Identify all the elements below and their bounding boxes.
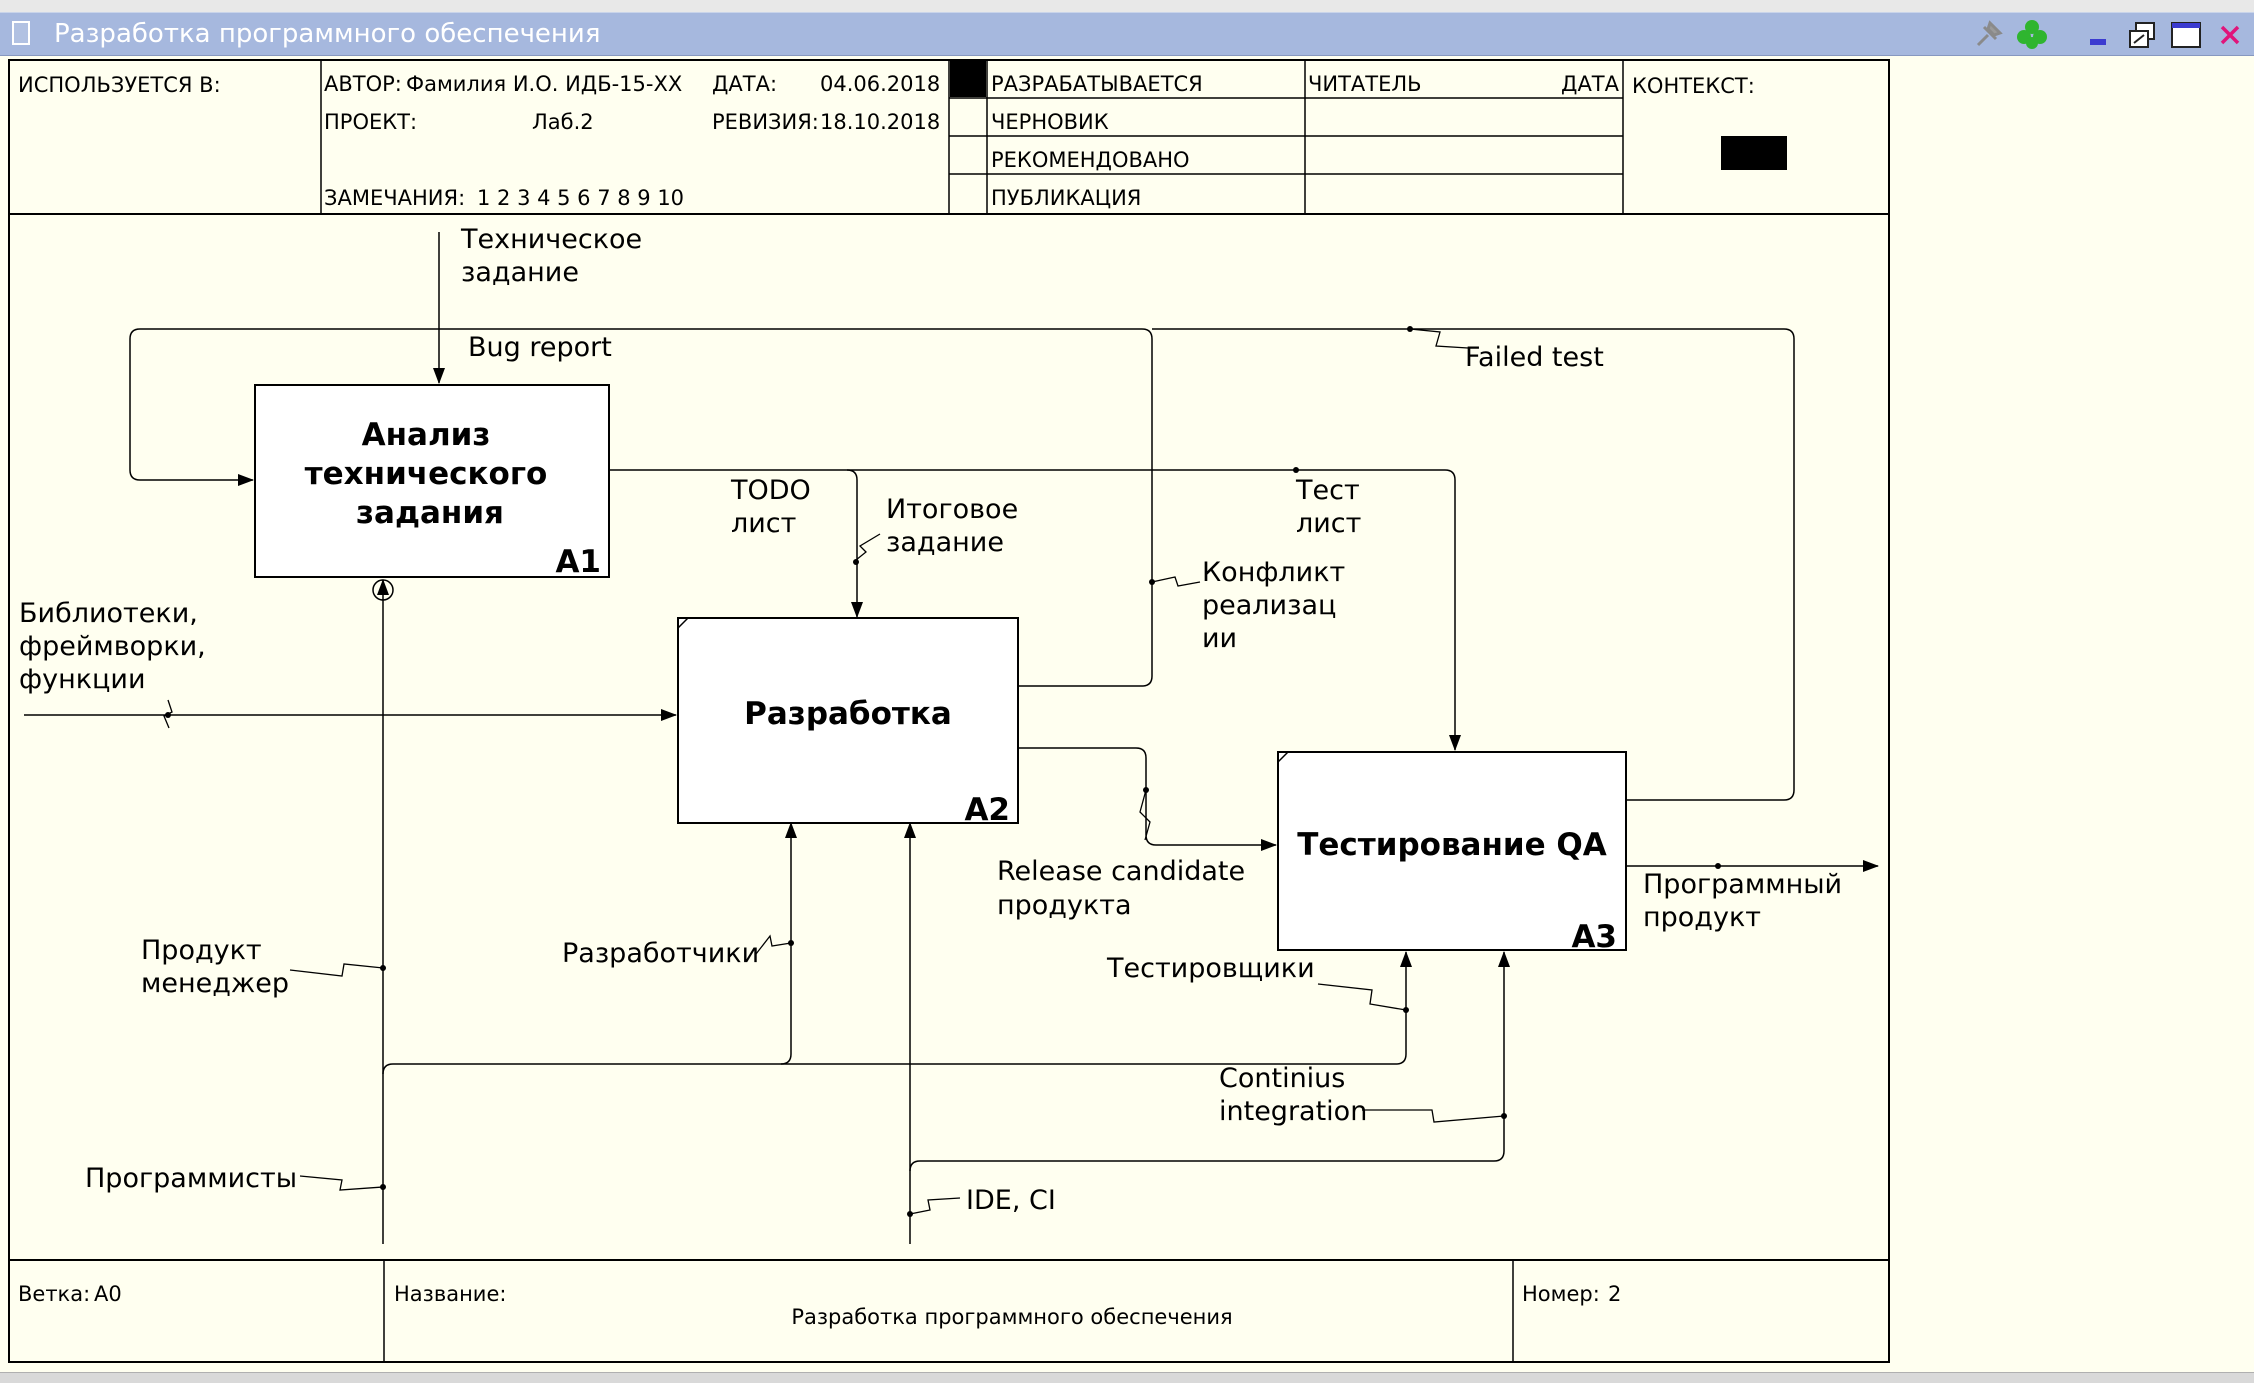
revision-value[interactable]: 18.10.2018 — [820, 110, 940, 134]
pin-icon[interactable] — [1970, 17, 2006, 53]
box-a3-number: A3 — [1571, 919, 1617, 955]
box-a2-number: A2 — [964, 792, 1010, 828]
label-test-list-2[interactable]: лист — [1296, 508, 1361, 539]
label-todo-2[interactable]: лист — [731, 508, 796, 539]
branch-label: Ветка: — [18, 1282, 90, 1306]
arrow-bug-report — [129, 328, 1153, 687]
minimize-icon[interactable] — [2080, 17, 2116, 53]
status-developing[interactable]: РАЗРАБАТЫВАЕТСЯ — [991, 72, 1203, 96]
label-conflict-3[interactable]: ии — [1202, 623, 1237, 654]
box-a3-title: Тестирование QA — [1297, 827, 1607, 863]
status-draft[interactable]: ЧЕРНОВИК — [991, 110, 1109, 134]
arrow-release — [1018, 747, 1277, 851]
window-title-bar: Разработка программного обеспечения — [0, 12, 2254, 56]
label-libs-2[interactable]: фреймворки, — [19, 631, 206, 662]
label-libs-1[interactable]: Библиотеки, — [19, 598, 198, 629]
branch-value: A0 — [94, 1282, 122, 1306]
window-title: Разработка программного обеспечения — [54, 19, 601, 49]
function-box-a2[interactable]: Разработка A2 — [677, 617, 1019, 828]
label-bug-report[interactable]: Bug report — [468, 332, 612, 363]
author-value[interactable]: Фамилия И.О. ИДБ-15-XX — [406, 72, 682, 96]
label-failed-test[interactable]: Failed test — [1465, 342, 1604, 373]
date-label: ДАТА: — [712, 72, 777, 96]
label-testers[interactable]: Тестировщики — [1106, 953, 1315, 984]
box-a1-number: A1 — [555, 544, 601, 580]
reader-label: ЧИТАТЕЛЬ — [1308, 72, 1422, 96]
status-strip — [0, 1372, 2254, 1383]
label-ide[interactable]: IDE, CI — [966, 1185, 1056, 1216]
used-in-label: ИСПОЛЬЗУЕТСЯ В: — [18, 73, 221, 97]
notes-value: 1 2 3 4 5 6 7 8 9 10 — [477, 186, 684, 210]
number-value: 2 — [1608, 1282, 1621, 1306]
footer-block — [383, 1260, 1514, 1362]
label-conflict-2[interactable]: реализац — [1202, 590, 1336, 621]
project-label: ПРОЕКТ: — [324, 110, 417, 134]
header-block — [320, 60, 1624, 214]
label-final-task-2[interactable]: задание — [886, 527, 1004, 558]
label-final-task-1[interactable]: Итоговое — [886, 494, 1018, 525]
function-box-a3[interactable]: Тестирование QA A3 — [1277, 751, 1627, 955]
arrows — [24, 232, 1879, 1244]
label-test-list-1[interactable]: Тест — [1295, 475, 1360, 506]
name-label: Название: — [394, 1282, 506, 1306]
document-icon — [12, 21, 30, 45]
tunnel-marker — [372, 579, 394, 601]
label-devs[interactable]: Разработчики — [562, 938, 759, 969]
label-leaders — [163, 328, 1505, 1215]
box-a1-title-line3: задания — [356, 495, 504, 531]
label-ci-2[interactable]: integration — [1219, 1096, 1367, 1127]
label-release-1[interactable]: Release candidate — [997, 856, 1245, 887]
label-tz-1[interactable]: Техническое — [460, 224, 642, 255]
arrow-testers — [781, 951, 1412, 1065]
box-a2-title: Разработка — [744, 696, 952, 732]
project-value[interactable]: Лаб.2 — [532, 110, 594, 134]
revision-label: РЕВИЗИЯ: — [712, 110, 819, 134]
status-publication[interactable]: ПУБЛИКАЦИЯ — [991, 186, 1141, 210]
diagram-window: ИСПОЛЬЗУЕТСЯ В: АВТОР: Фамилия И.О. ИДБ-… — [0, 56, 2254, 1374]
label-release-2[interactable]: продукта — [997, 890, 1132, 921]
date-value[interactable]: 04.06.2018 — [820, 72, 940, 96]
box-a1-title-line1: Анализ — [362, 417, 491, 453]
add-node-icon[interactable] — [2014, 17, 2050, 53]
maximize-icon[interactable] — [2168, 17, 2204, 53]
label-dots — [165, 326, 1721, 1217]
context-thumbnail[interactable] — [1721, 136, 1787, 170]
box-a1-title-line2: технического — [305, 456, 548, 492]
idef0-canvas: ИСПОЛЬЗУЕТСЯ В: АВТОР: Фамилия И.О. ИДБ-… — [8, 59, 1890, 1363]
arrow-test-list — [847, 469, 1461, 751]
context-label: КОНТЕКСТ: — [1632, 74, 1755, 98]
label-product-2[interactable]: продукт — [1643, 902, 1761, 933]
restore-icon[interactable] — [2124, 17, 2160, 53]
label-pm-2[interactable]: менеджер — [141, 968, 289, 999]
reader-date-label: ДАТА — [1561, 72, 1620, 96]
number-label: Номер: — [1522, 1282, 1600, 1306]
status-recommended[interactable]: РЕКОМЕНДОВАНО — [991, 148, 1190, 172]
label-pm-1[interactable]: Продукт — [141, 935, 262, 966]
name-value[interactable]: Разработка программного обеспечения — [791, 1305, 1232, 1329]
close-icon[interactable] — [2212, 17, 2248, 53]
status-marker — [950, 61, 986, 97]
label-conflict-1[interactable]: Конфликт — [1202, 557, 1345, 588]
label-programmers[interactable]: Программисты — [85, 1163, 297, 1194]
label-todo-1[interactable]: TODO — [730, 475, 811, 506]
notes-label: ЗАМЕЧАНИЯ: — [324, 186, 465, 210]
author-label: АВТОР: — [324, 72, 402, 96]
label-product-1[interactable]: Программный — [1643, 869, 1842, 900]
arrow-failed-test — [1152, 328, 1795, 801]
function-box-a1[interactable]: Анализ технического задания A1 — [254, 384, 610, 580]
label-ci-1[interactable]: Continius — [1219, 1063, 1345, 1094]
label-libs-3[interactable]: функции — [19, 664, 146, 695]
arrow-ci — [909, 951, 1510, 1172]
label-tz-2[interactable]: задание — [461, 257, 579, 288]
